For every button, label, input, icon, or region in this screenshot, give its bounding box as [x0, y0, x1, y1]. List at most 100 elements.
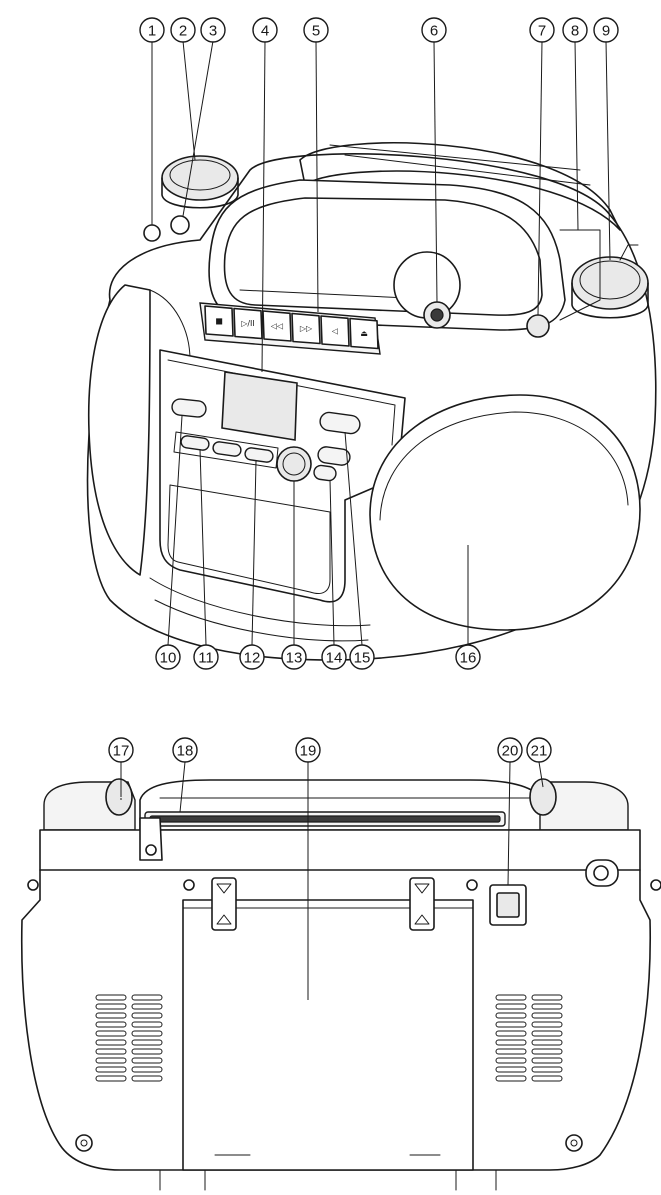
- callout-18: 18: [172, 737, 198, 763]
- vent-slot: [495, 1021, 527, 1028]
- vent-slot: [131, 1048, 163, 1055]
- callout-number: 5: [312, 23, 320, 40]
- callout-number: 6: [430, 23, 438, 40]
- vent-slot: [95, 1048, 127, 1055]
- vent-slot: [495, 1057, 527, 1064]
- callout-circle: [455, 644, 481, 670]
- callout-circle: [349, 644, 375, 670]
- tuning-knob[interactable]: [571, 256, 649, 310]
- random-button[interactable]: [244, 447, 274, 463]
- callout-circle: [155, 644, 181, 670]
- vent-slot: [495, 1066, 527, 1073]
- callout-11: 11: [193, 644, 219, 670]
- repeat-button[interactable]: [212, 441, 242, 457]
- standby-button[interactable]: [276, 446, 312, 482]
- fast-forward-button[interactable]: ▷▷: [291, 312, 321, 345]
- callout-number: 17: [113, 743, 130, 760]
- callout-13: 13: [281, 644, 307, 670]
- callout-circle: [529, 17, 555, 43]
- vent-slot: [495, 1075, 527, 1082]
- vent-slot: [531, 1003, 563, 1010]
- rewind-icon: ◁◁: [270, 322, 283, 331]
- vent-slot: [131, 1057, 163, 1064]
- callout-circle: [303, 17, 329, 43]
- callout-6: 6: [421, 17, 447, 43]
- vent-slot: [131, 1075, 163, 1082]
- callout-number: 8: [571, 23, 579, 40]
- vent-slot: [495, 994, 527, 1001]
- eject-button[interactable]: ⏏: [349, 317, 379, 350]
- callout-number: 16: [460, 650, 477, 667]
- callout-8: 8: [562, 17, 588, 43]
- rewind-button[interactable]: ◁◁: [262, 310, 292, 342]
- vent-slot: [531, 1039, 563, 1046]
- front-leader-lines: [151, 40, 611, 646]
- vent-slot: [131, 1021, 163, 1028]
- cassette-door: [167, 484, 331, 594]
- aux-button[interactable]: [319, 411, 361, 435]
- vent-slot: [95, 994, 127, 1001]
- front-view: ■▷/II ◁◁ ▷▷◁ ⏏: [86, 40, 657, 661]
- usb-button[interactable]: [317, 446, 351, 466]
- callout-5: 5: [303, 17, 329, 43]
- play-button[interactable]: ◁: [320, 315, 350, 347]
- callout-2: 2: [170, 17, 196, 43]
- vent-slot: [531, 994, 563, 1001]
- callout-circle: [139, 17, 165, 43]
- callout-number: 2: [179, 23, 187, 40]
- vent-slot: [531, 1075, 563, 1082]
- callout-17: 17: [108, 737, 134, 763]
- vent-slot: [495, 1003, 527, 1010]
- callout-9: 9: [593, 17, 619, 43]
- callout-number: 3: [209, 23, 217, 40]
- right-vents: [495, 994, 563, 1082]
- callout-1: 1: [139, 17, 165, 43]
- callout-number: 15: [354, 650, 371, 667]
- callout-number: 11: [198, 650, 214, 667]
- vent-slot: [531, 1048, 563, 1055]
- vent-slot: [495, 1030, 527, 1037]
- callout-number: 10: [160, 650, 177, 667]
- play-pause-button[interactable]: ▷/II: [233, 307, 263, 340]
- vent-slot: [531, 1030, 563, 1037]
- battery-latch-left[interactable]: [211, 877, 237, 931]
- vent-slot: [531, 1012, 563, 1019]
- vent-slot: [531, 1066, 563, 1073]
- battery-latch-right[interactable]: [409, 877, 435, 931]
- callout-circle: [295, 737, 321, 763]
- back-leader-lines: [120, 761, 544, 1000]
- vent-slot: [131, 994, 163, 1001]
- callout-number: 12: [244, 650, 261, 667]
- vent-slot: [131, 1003, 163, 1010]
- callout-14: 14: [321, 644, 347, 670]
- callout-number: 21: [531, 743, 548, 760]
- battery-compartment: [182, 899, 474, 1171]
- callout-number: 19: [300, 743, 317, 760]
- cd-window: [223, 197, 543, 316]
- vent-slot: [495, 1039, 527, 1046]
- function-knob[interactable]: [170, 215, 190, 235]
- callout-number: 14: [326, 650, 343, 667]
- callout-3: 3: [200, 17, 226, 43]
- program-button[interactable]: [180, 435, 210, 451]
- headphone-jack[interactable]: [143, 224, 161, 242]
- callout-number: 13: [286, 650, 303, 667]
- vent-slot: [131, 1039, 163, 1046]
- callout-number: 4: [261, 23, 269, 40]
- eject-icon: ⏏: [360, 329, 368, 338]
- band-selector[interactable]: [526, 314, 550, 338]
- callout-number: 18: [177, 743, 194, 760]
- vent-slot: [95, 1021, 127, 1028]
- right-handle-hole: [529, 778, 557, 816]
- lcd-display: [221, 371, 298, 441]
- mode-button[interactable]: [171, 398, 207, 418]
- callout-16: 16: [455, 644, 481, 670]
- callout-7: 7: [529, 17, 555, 43]
- callout-circle: [252, 17, 278, 43]
- vent-slot: [95, 1066, 127, 1073]
- volume-knob[interactable]: [161, 155, 239, 201]
- vent-slot: [95, 1075, 127, 1082]
- stop-button[interactable]: ■: [204, 305, 234, 337]
- callout-circle: [172, 737, 198, 763]
